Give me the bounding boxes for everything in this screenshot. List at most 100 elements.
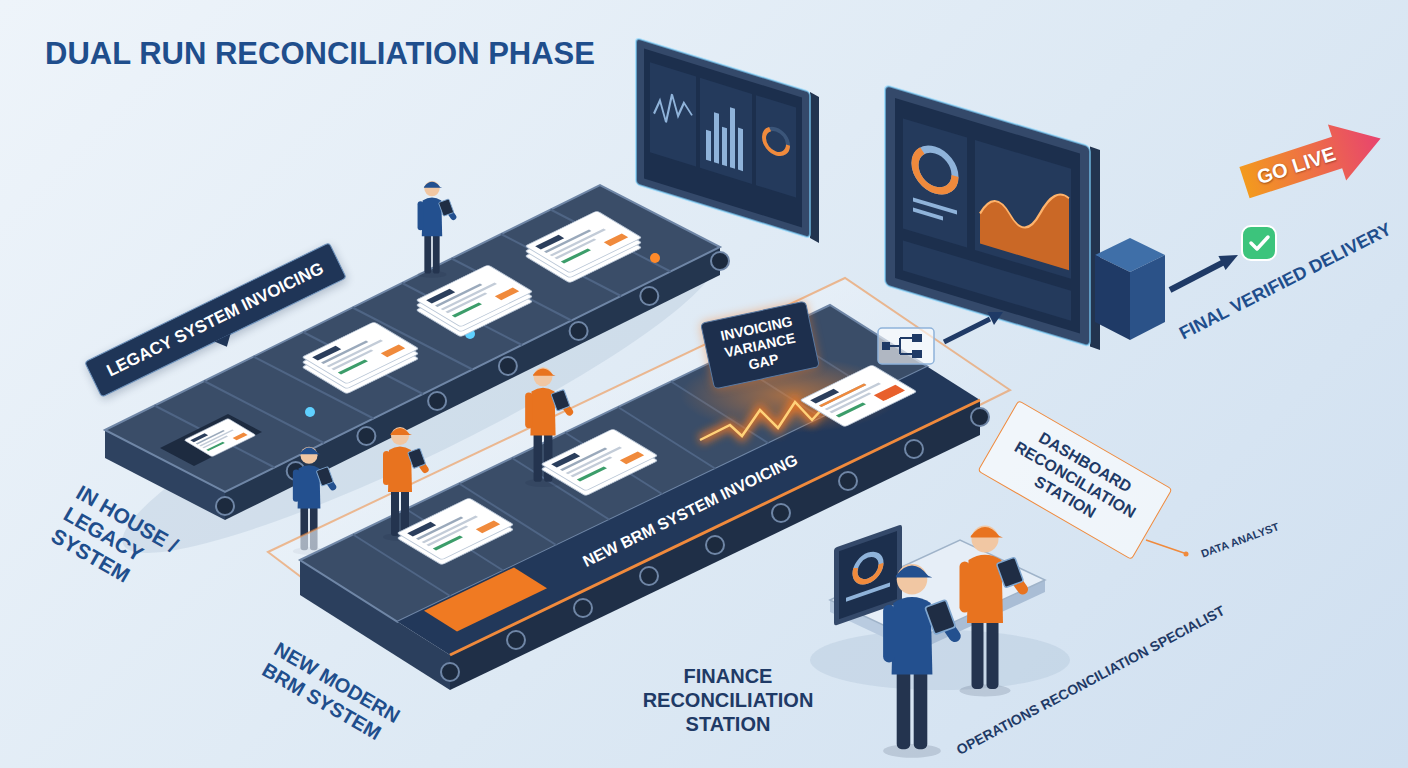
- workflow-icon: [882, 342, 890, 350]
- invoice-stack: [302, 322, 419, 384]
- variance-spark: [800, 365, 917, 427]
- check-badge: [1251, 237, 1268, 249]
- workflow-icon: [944, 319, 990, 342]
- analytics-monitor: [885, 85, 1090, 347]
- workflow-icon: [912, 334, 922, 342]
- diagram-title: DUAL RUN RECONCILIATION PHASE: [45, 36, 595, 72]
- variance-spark: [800, 365, 917, 427]
- invoice-stack: [302, 211, 642, 394]
- worker-figure: [883, 564, 963, 758]
- worker-figure: [418, 181, 458, 278]
- dashboard-monitor: [636, 38, 810, 238]
- section-banner: LEGACY SYSTEM INVOICING: [84, 242, 347, 397]
- legacy-conveyor: [428, 392, 446, 410]
- dashboard-monitor: [730, 107, 735, 169]
- brm-conveyor: [772, 504, 790, 522]
- leader-line: [1184, 552, 1189, 557]
- brm-conveyor: [706, 536, 724, 554]
- dashboard-monitor: [650, 62, 696, 166]
- station-label: FINANCE RECONCILIATION STATION: [635, 664, 821, 736]
- finance-desk: [855, 551, 881, 586]
- dashboard-monitor: [644, 48, 802, 227]
- delivery-cube: [1095, 255, 1130, 340]
- analytics-monitor: [895, 98, 1080, 334]
- arrow-shape: [1235, 110, 1389, 210]
- analytics-monitor: [885, 85, 1090, 347]
- dashboard-monitor: [764, 126, 788, 157]
- legacy-conveyor: [357, 427, 375, 445]
- legacy-conveyor: [711, 252, 729, 270]
- brm-conveyor: [507, 631, 525, 649]
- brm-conveyor: [441, 663, 459, 681]
- brm-conveyor: [971, 408, 989, 426]
- belt-label: NEW BRM SYSTEM INVOICING: [580, 450, 801, 571]
- analytics-monitor: [885, 85, 1100, 350]
- role-label: OPERATIONS RECONCILIATION SPECIALIST: [953, 602, 1227, 758]
- delivery-cube: [1218, 255, 1238, 270]
- dashboard-monitor: [714, 112, 719, 164]
- analytics-monitor: [980, 170, 1069, 241]
- analytics-monitor: [903, 240, 1071, 320]
- system-label: IN HOUSE / LEGACY SYSTEM: [47, 480, 197, 610]
- variance-panel: INVOICING VARIANCE GAP: [700, 301, 820, 390]
- dashboard-monitor: [636, 38, 810, 238]
- invoice-stack: [525, 211, 642, 273]
- analytics-monitor: [903, 118, 967, 247]
- workflow-icon: [878, 312, 1003, 364]
- printer-tray: [160, 414, 262, 466]
- delivery-cube: [1170, 262, 1224, 290]
- printer-tray: [160, 414, 262, 466]
- check-badge: [1242, 226, 1276, 260]
- workflow-icon: [878, 328, 934, 364]
- dashboard-monitor: [756, 95, 796, 197]
- finance-desk: [846, 582, 890, 601]
- workflow-icon: [912, 350, 922, 358]
- legacy-conveyor: [650, 253, 660, 263]
- legacy-conveyor: [216, 497, 234, 515]
- go-live-arrow: GO LIVE: [1235, 110, 1389, 210]
- leader-line: [1146, 540, 1184, 553]
- analytics-monitor: [980, 170, 1069, 270]
- invoice-stack: [541, 429, 658, 491]
- legacy-conveyor: [570, 322, 588, 340]
- delivery-label: FINAL VERIFIED DELIVERY: [1175, 219, 1394, 345]
- dashboard-monitor: [636, 38, 819, 243]
- brm-conveyor: [574, 599, 592, 617]
- workflow-icon: [888, 338, 912, 354]
- analytics-monitor: [975, 140, 1071, 279]
- brm-conveyor: [640, 567, 658, 585]
- leader-line: [1146, 540, 1189, 557]
- check-badge: [1242, 226, 1276, 260]
- variance-spark: [874, 385, 905, 401]
- legacy-conveyor: [305, 407, 315, 417]
- dashboard-monitor: [722, 127, 727, 167]
- analytics-monitor: [913, 207, 943, 220]
- system-label: NEW MODERN BRM SYSTEM: [258, 637, 412, 754]
- variance-spark: [819, 384, 866, 407]
- brm-conveyor: [905, 440, 923, 458]
- dashboard-monitor: [706, 130, 711, 162]
- dashboard-monitor: [764, 126, 788, 157]
- dashboard-monitor: [700, 78, 752, 184]
- analytics-monitor: [915, 144, 955, 196]
- printer-tray: [184, 418, 256, 456]
- node-text: LEGACY SYSTEM INVOICING: [103, 259, 326, 382]
- node-text: DASHBOARD RECONCILIATION STATION: [994, 416, 1156, 544]
- dashboard-monitor: [810, 92, 819, 243]
- dashboard-monitor: [654, 89, 692, 131]
- dashboard-monitor: [738, 128, 743, 172]
- station-panel: DASHBOARD RECONCILIATION STATION: [977, 400, 1172, 560]
- workflow-icon: [988, 312, 1004, 325]
- legacy-conveyor: [499, 357, 517, 375]
- legacy-conveyor: [640, 287, 658, 305]
- finance-desk: [855, 551, 881, 586]
- analytics-monitor: [915, 144, 955, 196]
- brm-conveyor: [424, 567, 547, 631]
- brm-conveyor: [839, 472, 857, 490]
- worker-figure: [960, 526, 1031, 697]
- role-label: DATA ANALYST: [1199, 520, 1281, 560]
